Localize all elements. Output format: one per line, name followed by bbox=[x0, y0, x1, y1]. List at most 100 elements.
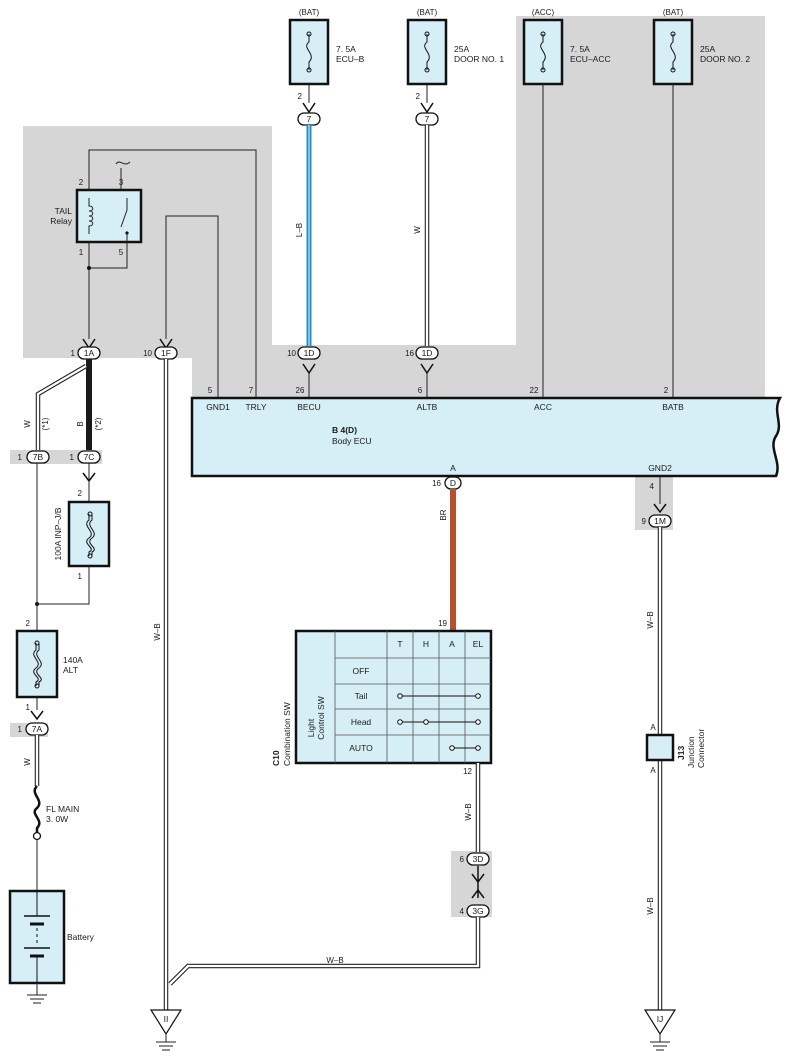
relay-wires bbox=[87, 149, 257, 398]
junction-j13: A A J13 Junction Connector bbox=[645, 723, 706, 775]
fuse-fl-main: FL MAIN 3. 0W bbox=[32, 785, 79, 891]
svg-text:W–B: W–B bbox=[153, 623, 162, 640]
fuse-door1-name: DOOR NO. 1 bbox=[454, 54, 504, 64]
wire-lb-label: L–B bbox=[295, 223, 304, 237]
svg-text:2: 2 bbox=[79, 178, 84, 187]
wire-lb: L–B bbox=[295, 84, 312, 346]
fuse-alt: 2 140A ALT 1 bbox=[15, 619, 83, 721]
svg-text:(*1): (*1) bbox=[41, 417, 50, 430]
fuse-ecu-acc-source: (ACC) bbox=[532, 8, 555, 17]
svg-text:Connector: Connector bbox=[696, 729, 706, 768]
left-power-wires: B (*2) W (*1) bbox=[23, 359, 103, 450]
svg-text:10: 10 bbox=[143, 349, 152, 358]
fuse-ecu-b: (BAT) 7. 5A ECU–B 2 7 bbox=[288, 8, 365, 126]
battery: Battery bbox=[8, 889, 95, 1004]
svg-text:6: 6 bbox=[460, 855, 465, 864]
svg-text:OFF: OFF bbox=[353, 666, 370, 676]
tail-relay: TAIL Relay 2 3 1 5 bbox=[50, 161, 143, 257]
svg-text:W: W bbox=[23, 420, 32, 428]
svg-text:1D: 1D bbox=[304, 348, 315, 358]
conn-3g: 3G bbox=[472, 906, 483, 916]
svg-text:2: 2 bbox=[664, 386, 669, 395]
fuse-door2-source: (BAT) bbox=[663, 8, 684, 17]
svg-text:2: 2 bbox=[26, 619, 31, 628]
svg-text:4: 4 bbox=[460, 907, 465, 916]
svg-text:19: 19 bbox=[438, 619, 447, 628]
svg-text:IJ: IJ bbox=[657, 1014, 664, 1024]
battery-label: Battery bbox=[67, 932, 95, 942]
svg-text:26: 26 bbox=[296, 386, 305, 395]
fuse-door-1: (BAT) 25A DOOR NO. 1 2 7 bbox=[406, 8, 504, 126]
svg-text:7B: 7B bbox=[33, 452, 44, 462]
svg-text:1F: 1F bbox=[161, 348, 171, 358]
svg-text:12: 12 bbox=[463, 767, 472, 776]
fuse-ecu-acc: (ACC) 7. 5A ECU–ACC bbox=[522, 8, 611, 86]
gnd1f-path: W–B bbox=[153, 359, 169, 1010]
fuse-ecu-acc-rating: 7. 5A bbox=[570, 44, 590, 54]
svg-text:1: 1 bbox=[26, 703, 31, 712]
svg-text:FL MAIN: FL MAIN bbox=[46, 804, 79, 814]
svg-text:W–B: W–B bbox=[646, 611, 655, 628]
combination-switch: 19 T H A EL OFF Tail Head AUTO bbox=[271, 619, 493, 776]
svg-text:3. 0W: 3. 0W bbox=[46, 814, 68, 824]
svg-text:C10: C10 bbox=[271, 750, 281, 766]
svg-text:16: 16 bbox=[405, 349, 414, 358]
svg-text:Junction: Junction bbox=[686, 736, 696, 768]
conn-3d: 3D bbox=[473, 854, 484, 864]
svg-text:Head: Head bbox=[351, 717, 372, 727]
fuse-door-2: (BAT) 25A DOOR NO. 2 bbox=[652, 8, 750, 86]
svg-text:5: 5 bbox=[119, 248, 124, 257]
svg-text:9: 9 bbox=[642, 517, 647, 526]
svg-text:1D: 1D bbox=[422, 348, 433, 358]
switch-contacts bbox=[397, 693, 481, 751]
svg-text:B: B bbox=[76, 421, 85, 426]
svg-text:22: 22 bbox=[530, 386, 539, 395]
svg-text:ALTB: ALTB bbox=[417, 402, 438, 412]
svg-text:BECU: BECU bbox=[297, 402, 321, 412]
svg-text:H: H bbox=[423, 639, 429, 649]
svg-text:7C: 7C bbox=[84, 452, 95, 462]
svg-text:10: 10 bbox=[287, 349, 296, 358]
conn-7b: 7B 1 bbox=[18, 450, 50, 464]
svg-text:D: D bbox=[450, 478, 456, 488]
svg-text:2: 2 bbox=[78, 489, 83, 498]
svg-text:BATB: BATB bbox=[662, 402, 684, 412]
svg-text:7A: 7A bbox=[32, 724, 43, 734]
svg-text:Control SW: Control SW bbox=[316, 696, 326, 739]
svg-text:ACC: ACC bbox=[534, 402, 552, 412]
svg-text:1: 1 bbox=[71, 349, 76, 358]
switch-ground-path: W–B 3D 6 3G 4 W–B bbox=[168, 763, 490, 986]
svg-text:140A: 140A bbox=[63, 655, 83, 665]
fuse-ecu-b-name: ECU–B bbox=[336, 54, 365, 64]
ecu-terminal-names: GND1 TRLY BECU ALTB ACC BATB bbox=[206, 402, 684, 412]
gnd2-path: 4 1M 9 W–B W–B bbox=[642, 476, 672, 1010]
svg-text:6: 6 bbox=[418, 386, 423, 395]
wire-w-door1: W bbox=[413, 84, 430, 346]
svg-text:GND1: GND1 bbox=[206, 402, 230, 412]
svg-text:A: A bbox=[449, 639, 455, 649]
ground-ii: II bbox=[149, 1009, 183, 1051]
svg-text:A: A bbox=[650, 723, 656, 732]
conn-d: D 16 BR bbox=[432, 476, 462, 630]
svg-text:T: T bbox=[397, 639, 402, 649]
svg-text:5: 5 bbox=[208, 386, 213, 395]
fuse-door1-rating: 25A bbox=[454, 44, 469, 54]
fuse-ecu-b-source: (BAT) bbox=[299, 8, 320, 17]
svg-text:4: 4 bbox=[650, 482, 655, 491]
svg-text:W–B: W–B bbox=[464, 803, 473, 820]
svg-text:Combination SW: Combination SW bbox=[282, 702, 292, 766]
conn-7-b: 7 bbox=[425, 114, 430, 124]
svg-text:100A INP–J/B: 100A INP–J/B bbox=[53, 507, 63, 560]
svg-text:A: A bbox=[650, 766, 656, 775]
svg-text:1: 1 bbox=[70, 453, 75, 462]
svg-text:J13: J13 bbox=[676, 746, 686, 760]
svg-text:1: 1 bbox=[79, 248, 84, 257]
conn-1d-b: 1D 16 bbox=[405, 346, 439, 398]
fuse-door1-pin: 2 bbox=[416, 92, 421, 101]
ecu-id: B 4(D) bbox=[332, 425, 357, 435]
fuse-door2-rating: 25A bbox=[700, 44, 715, 54]
svg-text:1: 1 bbox=[18, 725, 23, 734]
relay-name: TAIL bbox=[55, 206, 73, 216]
svg-text:Tail: Tail bbox=[355, 691, 368, 701]
